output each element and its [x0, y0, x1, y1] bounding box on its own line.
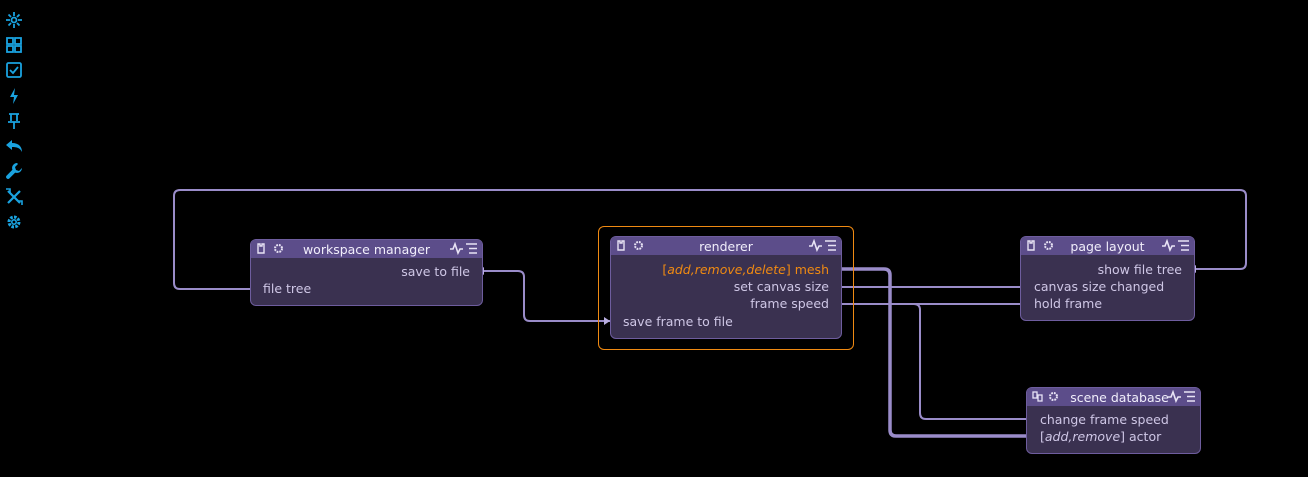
list-icon[interactable] [1183, 390, 1196, 403]
mesh-bracket-open: [ [662, 262, 668, 277]
port-save-frame-to-file[interactable]: save frame to file [623, 314, 733, 329]
node-action-icons[interactable] [1162, 239, 1190, 253]
node-title: page layout [1070, 238, 1145, 254]
gear-button[interactable] [3, 209, 25, 234]
grid-icon [6, 37, 22, 53]
node-header[interactable]: renderer [611, 237, 841, 255]
gear-icon [274, 244, 283, 253]
port-file-tree[interactable]: file tree [263, 281, 312, 296]
component-icon [257, 243, 265, 254]
wrench-button[interactable] [3, 159, 25, 184]
mesh-bracket-close: ] [785, 262, 791, 277]
node-action-icons[interactable] [1168, 390, 1196, 404]
left-toolbar [3, 7, 25, 235]
sparkle-icon [6, 11, 22, 28]
sparkle-button[interactable] [3, 7, 25, 32]
list-icon[interactable] [1177, 239, 1190, 252]
wire-mesh-actor [837, 267, 1027, 438]
port-save-to-file[interactable]: save to file [401, 264, 470, 279]
gear-icon [1044, 241, 1053, 250]
checkbox-button[interactable] [3, 58, 25, 83]
selection-highlight [598, 226, 854, 350]
actor-bracket-close: ] [1120, 429, 1126, 444]
node-title: renderer [699, 238, 753, 254]
list-icon[interactable] [465, 242, 478, 255]
pin-icon [8, 112, 20, 129]
grid-button[interactable] [3, 32, 25, 57]
gear-icon [7, 215, 21, 229]
pulse-icon[interactable] [809, 239, 822, 252]
wire-frame-speed-change [835, 303, 1027, 420]
port-hold-frame[interactable]: hold frame [1034, 296, 1103, 311]
port-set-canvas-size[interactable]: set canvas size [733, 279, 829, 294]
undo-icon [6, 140, 22, 153]
actor-bracket-open: [ [1040, 429, 1045, 444]
pulse-icon[interactable] [1162, 239, 1175, 252]
list-icon[interactable] [824, 239, 837, 252]
node-type-icons [257, 242, 285, 256]
node-type-icons [1027, 239, 1055, 253]
node-scene-database[interactable]: scene database change frame speed [add,r… [1026, 387, 1201, 454]
undo-button[interactable] [3, 133, 25, 158]
port-frame-speed[interactable]: frame speed [750, 296, 829, 311]
pin-button[interactable] [3, 108, 25, 133]
database-icon [1032, 391, 1043, 402]
pulse-icon[interactable] [450, 242, 463, 255]
tools-button[interactable] [3, 184, 25, 209]
component-icon [1027, 240, 1035, 251]
node-header[interactable]: scene database [1027, 388, 1200, 406]
actor-operations: add,remove [1044, 429, 1121, 444]
port-canvas-size-changed[interactable]: canvas size changed [1034, 279, 1165, 294]
node-workspace-manager[interactable]: workspace manager save to file file tree [250, 239, 483, 306]
wrench-icon [6, 163, 22, 180]
port-show-file-tree[interactable]: show file tree [1097, 262, 1182, 277]
node-page-layout[interactable]: page layout show file tree canvas size c… [1020, 236, 1195, 321]
pulse-icon[interactable] [1168, 390, 1181, 403]
lightning-icon [10, 87, 18, 104]
wire-save-to-file [478, 270, 610, 322]
node-header[interactable]: workspace manager [251, 240, 482, 258]
node-title: scene database [1070, 389, 1169, 405]
port-mesh[interactable]: [add,remove,delete] mesh [662, 263, 829, 277]
gear-icon [634, 241, 643, 250]
actor-name: actor [1129, 429, 1162, 444]
node-type-icons [617, 239, 645, 253]
port-arrow [604, 317, 610, 325]
node-action-icons[interactable] [809, 239, 837, 253]
node-header[interactable]: page layout [1021, 237, 1194, 255]
node-action-icons[interactable] [450, 242, 478, 256]
node-type-icons [1032, 390, 1060, 404]
port-change-frame-speed[interactable]: change frame speed [1040, 412, 1169, 427]
port-actor[interactable]: [add,remove] actor [1040, 430, 1161, 444]
mesh-name: mesh [794, 262, 829, 277]
node-renderer[interactable]: renderer [add,remove,delete] mesh set ca… [610, 236, 842, 339]
tools-icon [6, 187, 23, 205]
wire-show-file-tree [173, 189, 1247, 290]
lightning-button[interactable] [3, 83, 25, 108]
node-title: workspace manager [302, 241, 431, 257]
mesh-operations: add,remove,delete [667, 262, 786, 277]
component-icon [617, 240, 625, 251]
gear-icon [1049, 392, 1058, 401]
checkbox-icon [6, 62, 22, 79]
